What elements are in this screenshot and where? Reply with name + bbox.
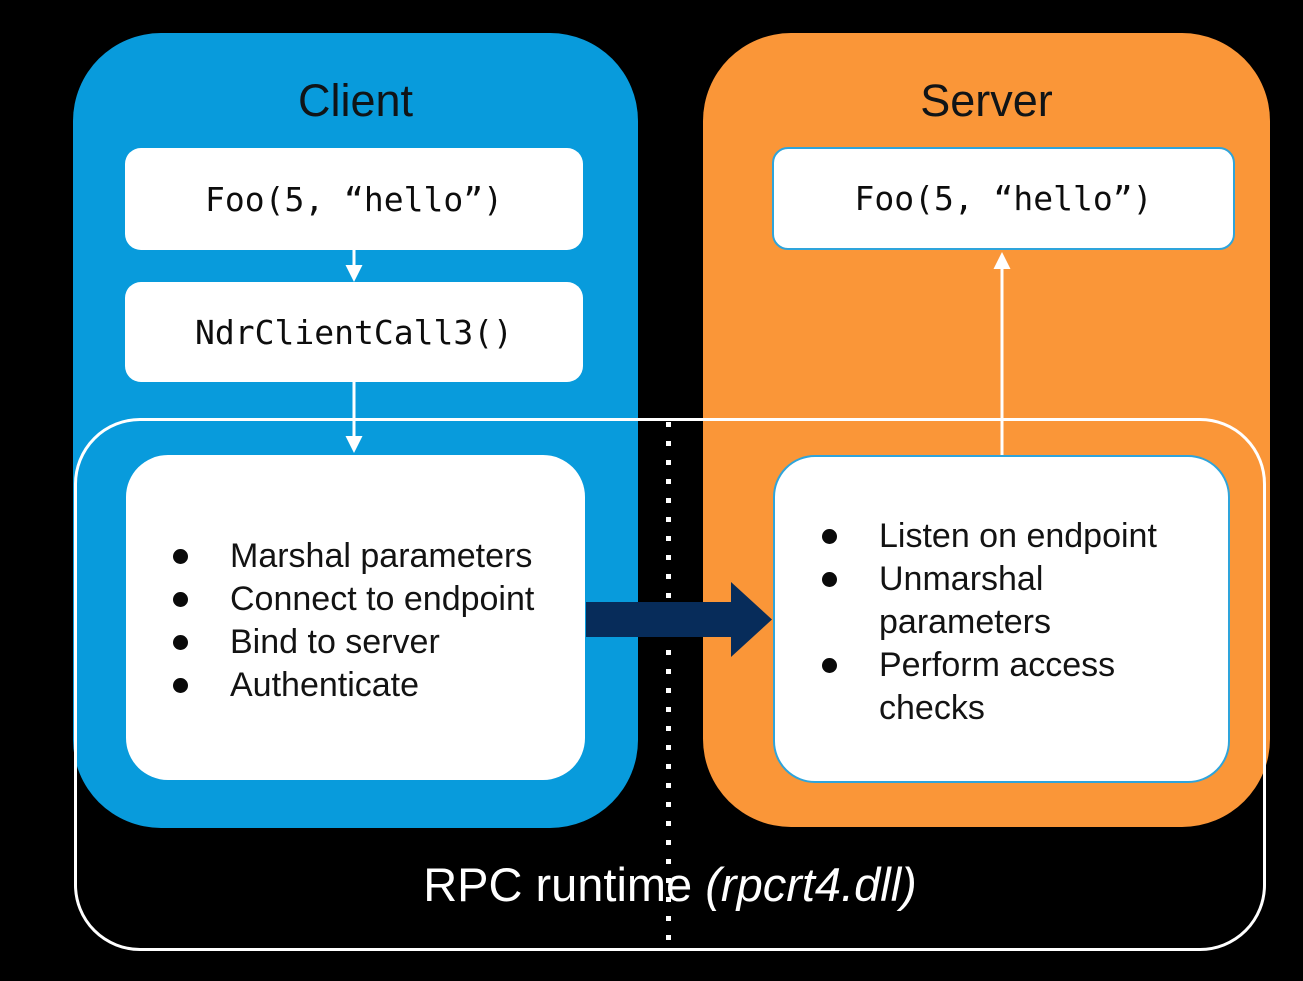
- bullet-icon: [822, 529, 837, 544]
- client-title: Client: [297, 75, 414, 126]
- server-call-box: Foo(5, “hello”): [772, 147, 1235, 250]
- server-title: Server: [920, 75, 1053, 126]
- server-steps-list: Listen on endpoint Unmarshal parameters …: [775, 515, 1228, 730]
- client-call-box: Foo(5, “hello”): [125, 148, 583, 250]
- list-item: Connect to endpoint: [126, 578, 585, 621]
- list-item: Bind to server: [126, 621, 585, 664]
- rpc-runtime-label: RPC runtime (rpcrt4.dll): [74, 858, 1266, 912]
- client-runtime-steps-box: Marshal parameters Connect to endpoint B…: [126, 455, 585, 780]
- bullet-icon: [173, 635, 188, 650]
- process-separator-dotted-line: [666, 422, 671, 950]
- list-item: Marshal parameters: [126, 535, 585, 578]
- client-stub-box: NdrClientCall3(): [125, 282, 583, 382]
- runtime-dll-name: (rpcrt4.dll): [705, 858, 917, 911]
- runtime-label-text: RPC runtime: [423, 858, 706, 911]
- bullet-icon: [173, 592, 188, 607]
- server-runtime-steps-box: Listen on endpoint Unmarshal parameters …: [773, 455, 1230, 783]
- list-item: Authenticate: [126, 664, 585, 707]
- list-item: Unmarshal parameters: [775, 558, 1228, 644]
- bullet-icon: [822, 572, 837, 587]
- bullet-icon: [173, 678, 188, 693]
- list-item: Perform access checks: [775, 644, 1228, 730]
- list-item: Listen on endpoint: [775, 515, 1228, 558]
- bullet-icon: [822, 658, 837, 673]
- bullet-icon: [173, 549, 188, 564]
- client-steps-list: Marshal parameters Connect to endpoint B…: [126, 535, 585, 707]
